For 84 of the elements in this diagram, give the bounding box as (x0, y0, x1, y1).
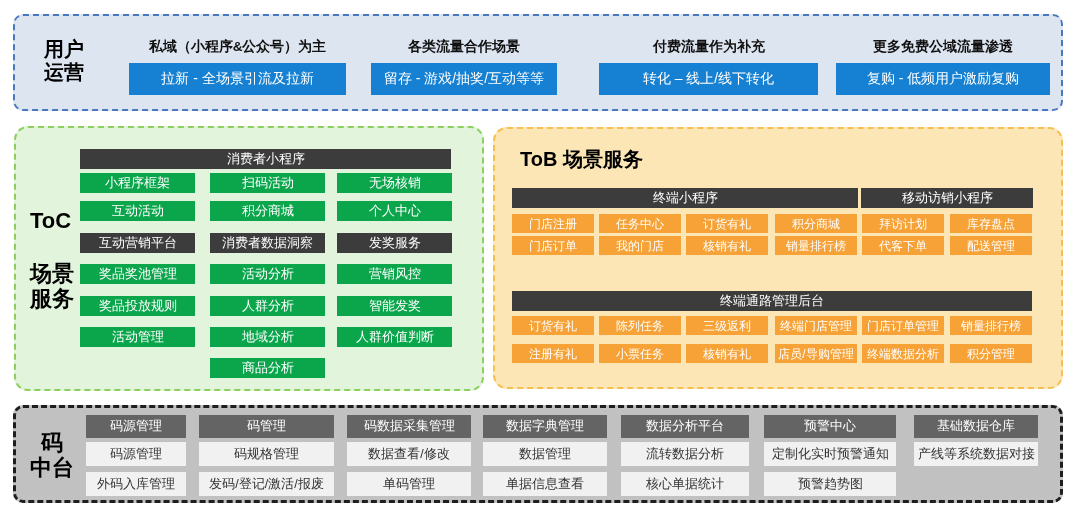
function-tile: 流转数据分析 (621, 442, 749, 466)
category-header: 消费者小程序 (80, 149, 451, 169)
module-header: 基础数据仓库 (914, 415, 1038, 438)
function-tile: 陈列任务 (599, 316, 681, 335)
function-tile: 码源管理 (86, 442, 186, 466)
column-heading: 私域（小程序&公众号）为主 (148, 38, 327, 56)
category-header: 互动营销平台 (80, 233, 195, 253)
module-header: 预警中心 (764, 415, 896, 438)
function-tile: 店员/导购管理 (775, 344, 857, 363)
function-tile: 扫码活动 (210, 173, 325, 193)
function-tile: 积分商城 (775, 214, 857, 233)
function-tile: 活动分析 (210, 264, 325, 284)
function-tile: 门店订单管理 (862, 316, 944, 335)
feature-tile: 复购 - 低频用户激励复购 (836, 63, 1050, 95)
function-tile: 营销风控 (337, 264, 452, 284)
function-tile: 定制化实时预警通知 (764, 442, 896, 466)
function-tile: 积分商城 (210, 201, 325, 221)
function-tile: 人群分析 (210, 296, 325, 316)
function-tile: 小票任务 (599, 344, 681, 363)
function-tile: 终端数据分析 (862, 344, 944, 363)
function-tile: 活动管理 (80, 327, 195, 347)
function-tile: 核销有礼 (686, 344, 768, 363)
function-tile: 人群价值判断 (337, 327, 452, 347)
module-header: 码数据采集管理 (347, 415, 471, 438)
function-tile: 注册有礼 (512, 344, 594, 363)
function-tile: 门店注册 (512, 214, 594, 233)
section-title: 码中台 (30, 430, 75, 481)
column-heading: 付费流量作为补充 (652, 38, 765, 56)
function-tile: 积分管理 (950, 344, 1032, 363)
function-tile: 发码/登记/激活/报废 (199, 472, 334, 496)
function-tile: 销量排行榜 (950, 316, 1032, 335)
feature-tile: 转化 – 线上/线下转化 (599, 63, 818, 95)
function-tile: 核心单据统计 (621, 472, 749, 496)
category-header: 终端小程序 (512, 188, 858, 208)
function-tile: 单据信息查看 (483, 472, 607, 496)
function-tile: 拜访计划 (862, 214, 944, 233)
function-tile: 奖品投放规则 (80, 296, 195, 316)
section-panel (14, 126, 484, 391)
function-tile: 订货有礼 (686, 214, 768, 233)
function-tile: 数据管理 (483, 442, 607, 466)
function-tile: 销量排行榜 (775, 236, 857, 255)
module-header: 码源管理 (86, 415, 186, 438)
function-tile: 地域分析 (210, 327, 325, 347)
function-tile: 码规格管理 (199, 442, 334, 466)
section-title: ToB 场景服务 (520, 148, 643, 171)
module-header: 数据字典管理 (483, 415, 607, 438)
section-panel (493, 127, 1063, 389)
function-tile: 商品分析 (210, 358, 325, 378)
function-tile: 代客下单 (862, 236, 944, 255)
function-tile: 小程序框架 (80, 173, 195, 193)
function-tile: 配送管理 (950, 236, 1032, 255)
section-title: 用户运营 (43, 38, 85, 84)
function-tile: 门店订单 (512, 236, 594, 255)
function-tile: 无场核销 (337, 173, 452, 193)
function-tile: 产线等系统数据对接 (914, 442, 1038, 466)
section-title: 场景服务 (28, 261, 75, 312)
function-tile: 互动活动 (80, 201, 195, 221)
section-title: ToC (30, 208, 72, 234)
feature-tile: 留存 - 游戏/抽奖/互动等等 (371, 63, 557, 95)
function-tile: 智能发奖 (337, 296, 452, 316)
function-tile: 核销有礼 (686, 236, 768, 255)
column-heading: 各类流量合作场景 (408, 38, 520, 56)
function-tile: 预警趋势图 (764, 472, 896, 496)
section-panel (13, 14, 1063, 111)
module-header: 数据分析平台 (621, 415, 749, 438)
function-tile: 库存盘点 (950, 214, 1032, 233)
category-header: 消费者数据洞察 (210, 233, 325, 253)
category-header: 发奖服务 (337, 233, 452, 253)
category-header: 移动访销小程序 (861, 188, 1033, 208)
function-tile: 订货有礼 (512, 316, 594, 335)
section-panel (13, 405, 1063, 503)
function-tile: 外码入库管理 (86, 472, 186, 496)
function-tile: 单码管理 (347, 472, 471, 496)
category-header: 终端通路管理后台 (512, 291, 1032, 311)
module-header: 码管理 (199, 415, 334, 438)
function-tile: 奖品奖池管理 (80, 264, 195, 284)
function-tile: 任务中心 (599, 214, 681, 233)
function-tile: 三级返利 (686, 316, 768, 335)
feature-tile: 拉新 - 全场景引流及拉新 (129, 63, 346, 95)
function-tile: 数据查看/修改 (347, 442, 471, 466)
column-heading: 更多免费公域流量渗透 (873, 38, 1013, 56)
function-tile: 我的门店 (599, 236, 681, 255)
function-tile: 个人中心 (337, 201, 452, 221)
function-tile: 终端门店管理 (775, 316, 857, 335)
